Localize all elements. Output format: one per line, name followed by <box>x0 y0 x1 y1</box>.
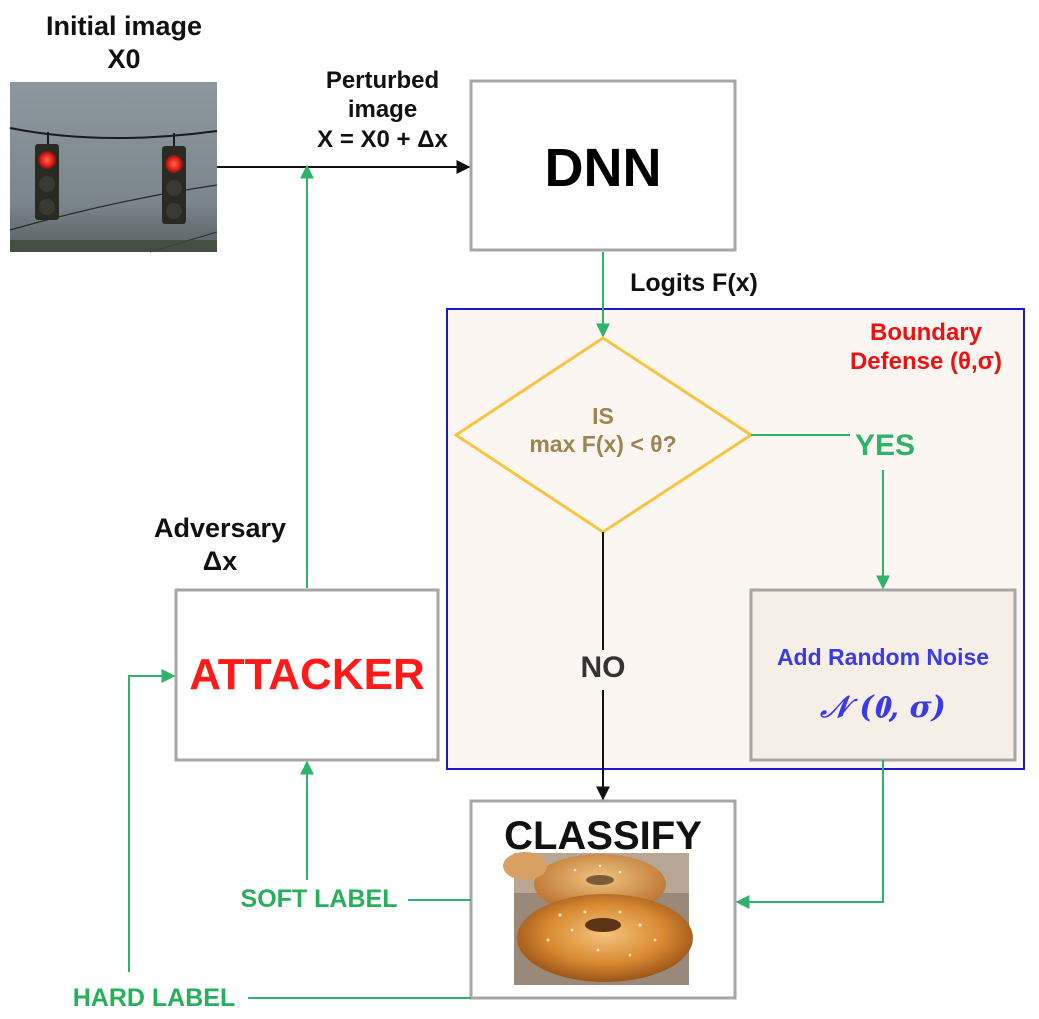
no-label: NO <box>580 651 626 684</box>
adversary-label: Adversary Δx <box>153 513 287 576</box>
attacker-box <box>174 588 440 762</box>
soft-label: SOFT LABEL <box>240 885 398 913</box>
hard-label: HARD LABEL <box>72 984 236 1012</box>
perturbed-image-label: Perturbed image X = X0 + Δx <box>317 67 448 153</box>
initial-image-label: Initial image X0 <box>45 11 203 74</box>
logits-label: Logits F(x) <box>630 269 758 297</box>
attacker-label: ATTACKER <box>189 650 425 699</box>
noise-formula: 𝒩 (𝟎, 𝝈) <box>820 690 946 725</box>
yes-label: YES <box>854 429 916 462</box>
bagel-image <box>503 852 693 985</box>
classify-label: CLASSIFY <box>504 814 702 858</box>
hard-label-to-attacker-arrow <box>128 669 176 972</box>
dnn-box <box>469 79 737 252</box>
noise-to-classify-arrow <box>735 760 884 909</box>
decision-label: IS max F(x) < θ? <box>529 403 677 458</box>
boundary-defense-label: Boundary Defense (θ,σ) <box>849 319 1003 376</box>
traffic-light-image <box>9 82 218 253</box>
dnn-label: DNN <box>544 138 662 198</box>
add-noise-label: Add Random Noise <box>776 644 990 670</box>
add-noise-box <box>749 588 1017 762</box>
